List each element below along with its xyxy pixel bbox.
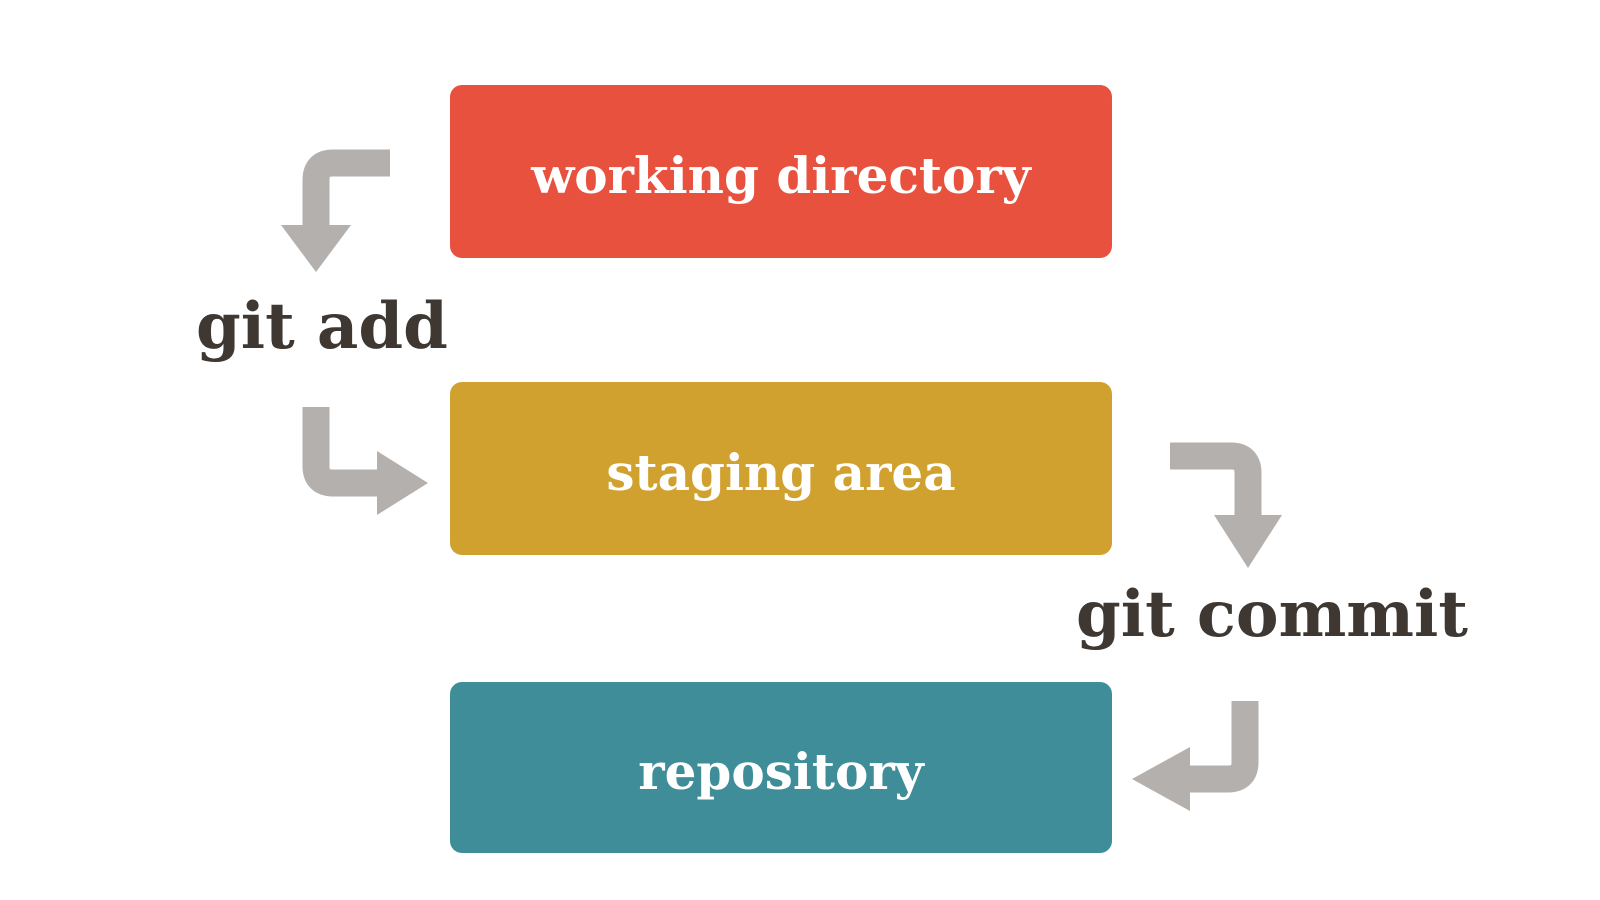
node-staging-area-label: staging area — [606, 443, 956, 502]
label-git-add: git add — [196, 289, 448, 364]
arrow-working-to-git-add-icon — [281, 149, 390, 272]
node-repository: repository — [450, 682, 1112, 853]
node-repository-label: repository — [638, 742, 924, 801]
node-working-directory-label: working directory — [531, 146, 1031, 205]
node-working-directory: working directory — [450, 85, 1112, 258]
arrow-git-commit-to-repository-icon — [1132, 701, 1259, 811]
arrow-staging-to-git-commit-icon — [1170, 442, 1282, 568]
label-git-commit: git commit — [1076, 577, 1468, 652]
arrow-git-add-to-staging-icon — [302, 407, 428, 515]
node-staging-area: staging area — [450, 382, 1112, 555]
